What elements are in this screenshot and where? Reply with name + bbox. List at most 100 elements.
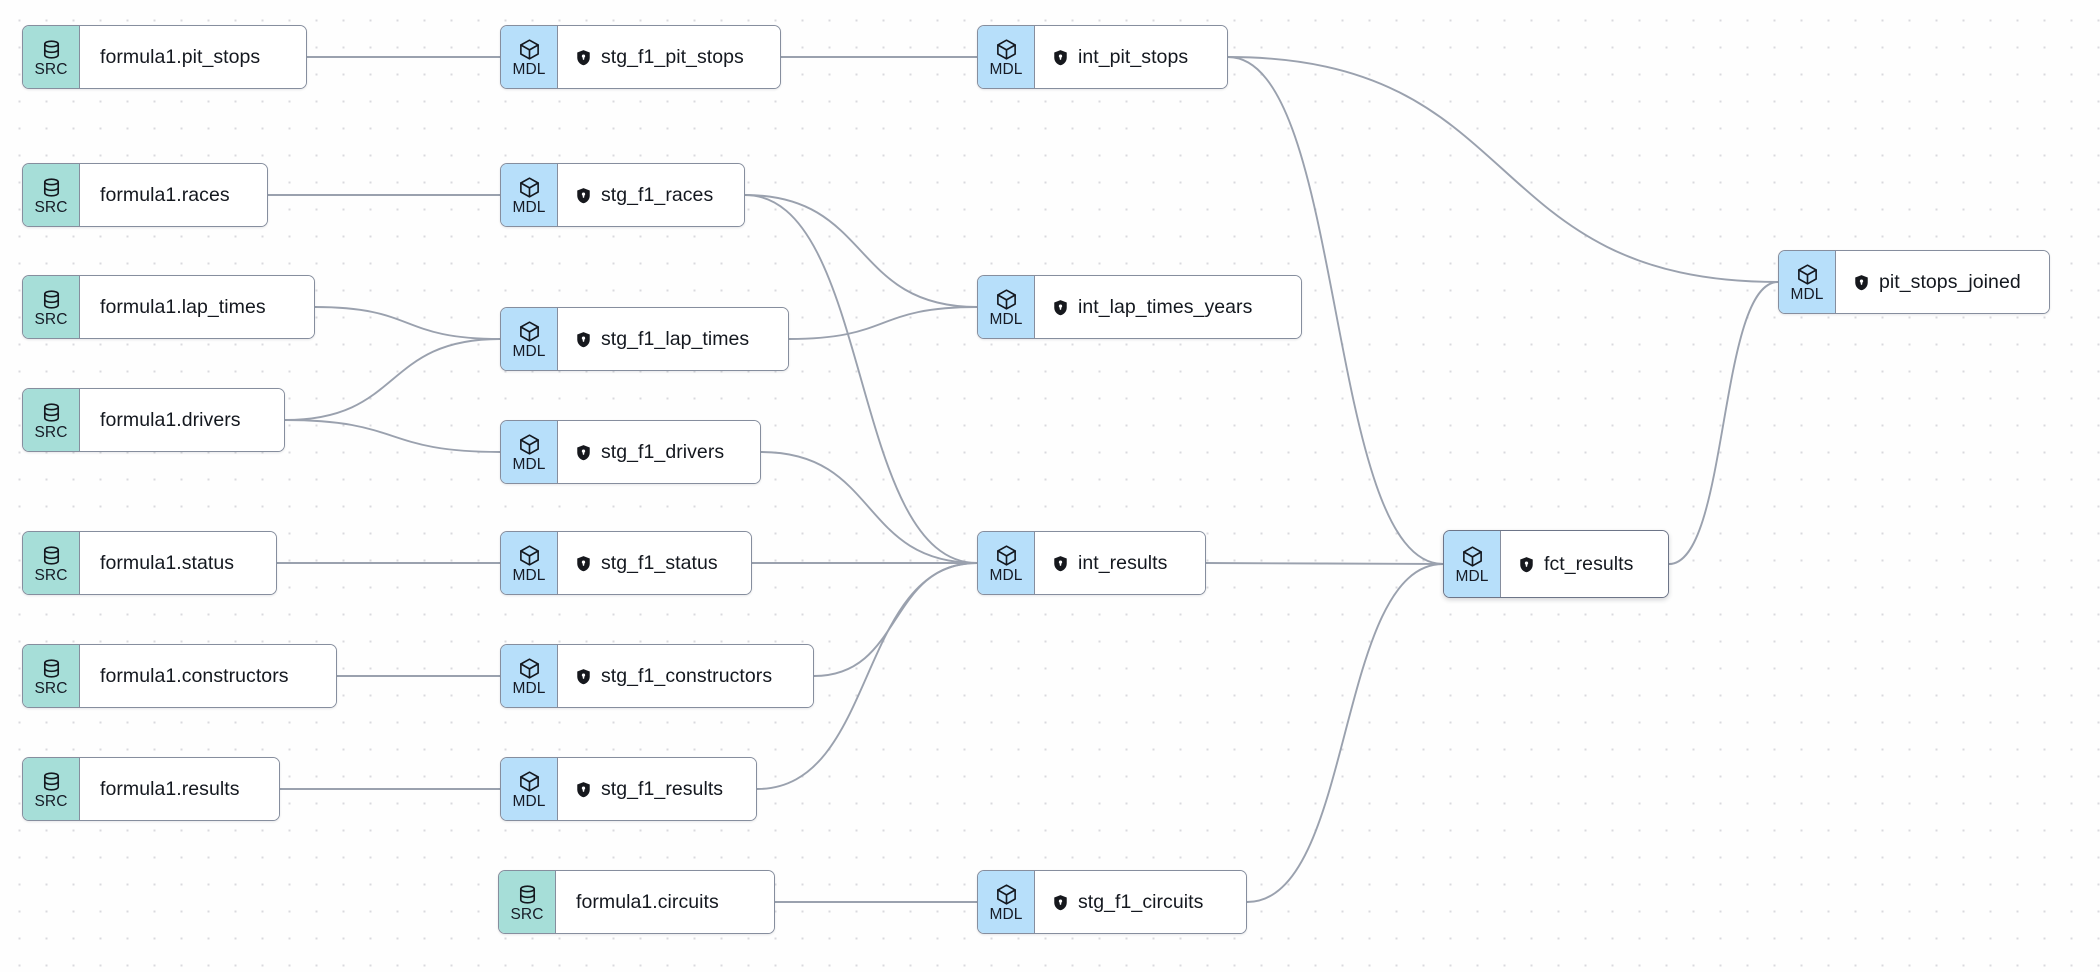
node-body: formula1.drivers (80, 389, 284, 451)
badge-label: SRC (510, 905, 544, 923)
node-body: formula1.pit_stops (80, 26, 306, 88)
edge-stg_lap_times-to-int_lap_times (788, 306, 978, 340)
node-body: formula1.results (80, 758, 279, 820)
database-icon (40, 544, 63, 567)
cube-icon (518, 770, 541, 793)
node-label: formula1.constructors (100, 664, 289, 687)
node-label: formula1.results (100, 777, 240, 800)
cube-icon (995, 288, 1018, 311)
shield-lock-icon (1853, 274, 1870, 291)
source-badge: SRC (23, 645, 80, 707)
badge-label: MDL (512, 198, 546, 216)
badge-label: MDL (512, 60, 546, 78)
graph-node-stg_results[interactable]: MDL stg_f1_results (500, 757, 757, 821)
badge-label: MDL (989, 905, 1023, 923)
edge-src_drivers-to-stg_drivers (284, 419, 501, 453)
node-label: formula1.status (100, 551, 235, 574)
model-badge: MDL (501, 164, 558, 226)
cube-icon (518, 38, 541, 61)
shield-lock-icon (575, 668, 592, 685)
node-body: stg_f1_results (558, 758, 756, 820)
badge-label: SRC (34, 423, 68, 441)
graph-node-stg_constructors[interactable]: MDL stg_f1_constructors (500, 644, 814, 708)
model-badge: MDL (1779, 251, 1836, 313)
node-label: fct_results (1544, 552, 1634, 575)
shield-lock-icon (1052, 894, 1069, 911)
node-body: pit_stops_joined (1836, 251, 2049, 313)
node-body: int_pit_stops (1035, 26, 1227, 88)
cube-icon (995, 544, 1018, 567)
edge-fct_results-to-pit_stops_joined (1668, 281, 1779, 565)
edge-stg_circuits-to-fct_results (1246, 563, 1444, 903)
graph-node-src_results[interactable]: SRC formula1.results (22, 757, 280, 821)
node-body: formula1.races (80, 164, 267, 226)
edge-stg_races-to-int_lap_times (744, 194, 978, 308)
graph-node-fct_results[interactable]: MDL fct_results (1443, 530, 1669, 598)
graph-node-src_circuits[interactable]: SRC formula1.circuits (498, 870, 775, 934)
source-badge: SRC (23, 164, 80, 226)
cube-icon (995, 38, 1018, 61)
model-badge: MDL (978, 26, 1035, 88)
node-label: stg_f1_results (601, 777, 724, 800)
edge-src_drivers-to-stg_lap_times (284, 338, 501, 421)
shield-lock-icon (575, 331, 592, 348)
badge-label: SRC (34, 60, 68, 78)
shield-lock-icon (1518, 556, 1535, 573)
cube-icon (518, 544, 541, 567)
source-badge: SRC (23, 26, 80, 88)
database-icon (516, 883, 539, 906)
graph-node-stg_drivers[interactable]: MDL stg_f1_drivers (500, 420, 761, 484)
source-badge: SRC (499, 871, 556, 933)
shield-lock-icon (575, 555, 592, 572)
node-label: formula1.pit_stops (100, 45, 261, 68)
badge-label: MDL (512, 455, 546, 473)
shield-lock-icon (575, 187, 592, 204)
node-label: stg_f1_constructors (601, 664, 773, 687)
edge-stg_races-to-int_results (744, 194, 978, 564)
node-label: int_lap_times_years (1078, 295, 1253, 318)
node-label: stg_f1_drivers (601, 440, 725, 463)
source-badge: SRC (23, 389, 80, 451)
graph-node-pit_stops_joined[interactable]: MDL pit_stops_joined (1778, 250, 2050, 314)
edge-src_lap_times-to-stg_lap_times (314, 306, 501, 340)
database-icon (40, 401, 63, 424)
database-icon (40, 38, 63, 61)
graph-node-src_drivers[interactable]: SRC formula1.drivers (22, 388, 285, 452)
graph-node-src_pit_stops[interactable]: SRC formula1.pit_stops (22, 25, 307, 89)
model-badge: MDL (501, 758, 558, 820)
badge-label: MDL (1790, 285, 1824, 303)
cube-icon (518, 176, 541, 199)
node-body: stg_f1_status (558, 532, 751, 594)
model-badge: MDL (501, 421, 558, 483)
node-label: stg_f1_lap_times (601, 327, 750, 350)
node-body: stg_f1_lap_times (558, 308, 788, 370)
cube-icon (518, 433, 541, 456)
cube-icon (518, 320, 541, 343)
node-label: int_results (1078, 551, 1168, 574)
node-body: stg_f1_races (558, 164, 744, 226)
model-badge: MDL (501, 532, 558, 594)
graph-node-stg_races[interactable]: MDL stg_f1_races (500, 163, 745, 227)
node-body: fct_results (1501, 531, 1668, 597)
badge-label: SRC (34, 792, 68, 810)
shield-lock-icon (575, 781, 592, 798)
node-body: formula1.constructors (80, 645, 336, 707)
node-body: formula1.circuits (556, 871, 774, 933)
badge-label: MDL (512, 679, 546, 697)
model-badge: MDL (1444, 531, 1501, 597)
model-badge: MDL (978, 871, 1035, 933)
graph-node-src_constructors[interactable]: SRC formula1.constructors (22, 644, 337, 708)
database-icon (40, 657, 63, 680)
